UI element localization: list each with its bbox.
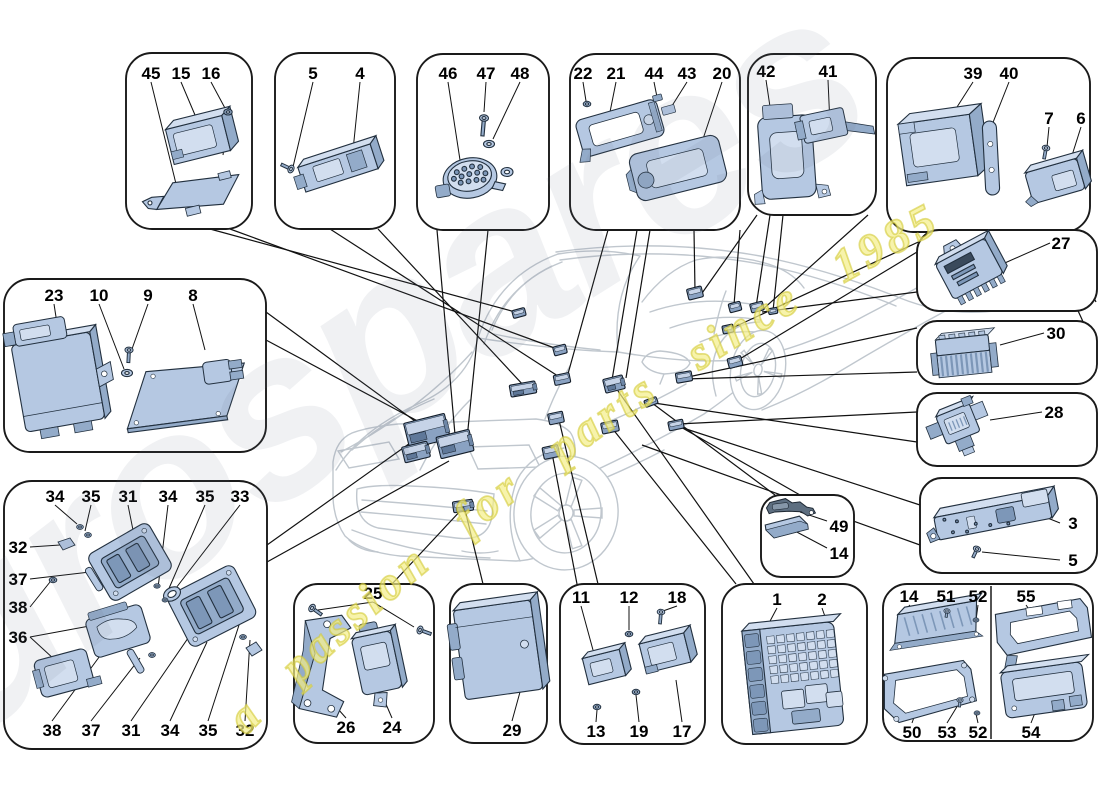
svg-text:32: 32 [9,538,28,557]
svg-text:14: 14 [830,544,849,563]
svg-text:19: 19 [630,722,649,741]
svg-text:38: 38 [9,598,28,617]
svg-text:31: 31 [122,721,141,740]
svg-text:5: 5 [308,64,317,83]
svg-text:2: 2 [817,590,826,609]
svg-text:47: 47 [477,64,496,83]
svg-text:39: 39 [964,64,983,83]
svg-text:23: 23 [45,286,64,305]
svg-text:28: 28 [1045,403,1064,422]
svg-text:11: 11 [572,588,590,607]
svg-text:8: 8 [188,286,197,305]
svg-text:42: 42 [757,62,776,81]
svg-text:35: 35 [82,487,101,506]
svg-text:10: 10 [90,286,109,305]
svg-text:4: 4 [355,64,365,83]
svg-text:44: 44 [645,64,664,83]
svg-text:46: 46 [439,64,458,83]
svg-text:1: 1 [772,590,781,609]
svg-text:37: 37 [9,570,28,589]
svg-text:43: 43 [678,64,697,83]
svg-text:17: 17 [673,722,692,741]
svg-text:55: 55 [1017,587,1036,606]
svg-text:24: 24 [383,718,402,737]
svg-text:54: 54 [1022,723,1041,742]
svg-text:45: 45 [142,64,161,83]
svg-text:29: 29 [503,721,522,740]
svg-text:16: 16 [202,64,221,83]
svg-text:31: 31 [119,487,138,506]
svg-text:33: 33 [231,487,250,506]
svg-text:15: 15 [172,64,191,83]
svg-text:35: 35 [199,721,218,740]
svg-text:18: 18 [668,588,687,607]
svg-text:21: 21 [607,64,626,83]
svg-text:27: 27 [1052,234,1071,253]
svg-text:32: 32 [236,721,255,740]
svg-text:36: 36 [9,628,28,647]
svg-text:52: 52 [969,587,988,606]
svg-text:12: 12 [620,588,639,607]
svg-text:5: 5 [1068,551,1077,570]
svg-text:48: 48 [511,64,530,83]
svg-text:49: 49 [830,517,849,536]
svg-text:3: 3 [1068,514,1077,533]
svg-text:34: 34 [159,487,178,506]
svg-text:52: 52 [969,723,988,742]
svg-text:30: 30 [1047,324,1066,343]
svg-text:6: 6 [1076,109,1085,128]
svg-text:50: 50 [903,723,922,742]
svg-text:40: 40 [1000,64,1019,83]
svg-text:13: 13 [587,722,606,741]
svg-text:53: 53 [938,723,957,742]
svg-text:51: 51 [937,587,956,606]
svg-text:38: 38 [43,721,62,740]
svg-text:34: 34 [161,721,180,740]
svg-text:41: 41 [819,62,838,81]
svg-text:7: 7 [1044,109,1053,128]
svg-text:37: 37 [82,721,101,740]
svg-text:26: 26 [337,718,356,737]
svg-text:9: 9 [143,286,152,305]
svg-text:25: 25 [364,584,383,603]
svg-text:22: 22 [574,64,593,83]
svg-text:20: 20 [713,64,732,83]
svg-text:35: 35 [196,487,215,506]
svg-text:14: 14 [900,587,919,606]
svg-text:34: 34 [46,487,65,506]
